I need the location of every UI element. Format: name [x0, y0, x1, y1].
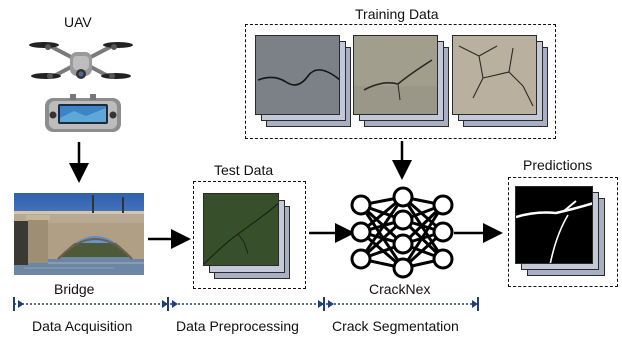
neural-network-icon: [350, 186, 454, 279]
drone-icon: [29, 42, 133, 79]
controller-icon: [45, 94, 121, 132]
test-image-crack: [203, 193, 279, 266]
bridge-label: Bridge: [54, 281, 95, 297]
stage-label-preprocessing: Data Preprocessing: [176, 318, 299, 334]
test-data-box: [193, 181, 306, 289]
stage-label-acquisition: Data Acquisition: [32, 318, 133, 334]
model-label: CrackNex: [369, 281, 431, 297]
predictions-box: [508, 177, 618, 287]
prediction-mask: [515, 186, 593, 264]
uav-label: UAV: [64, 14, 92, 30]
training-data-box: [245, 24, 556, 139]
train-image-2: [353, 35, 438, 115]
bridge-photo: [14, 193, 144, 275]
test-data-title: Test Data: [214, 162, 274, 178]
train-image-1: [255, 35, 340, 115]
stage-label-segmentation: Crack Segmentation: [332, 318, 459, 334]
training-data-title: Training Data: [355, 6, 439, 22]
predictions-title: Predictions: [523, 157, 593, 173]
stage-timeline: [13, 297, 479, 311]
train-image-3: [452, 35, 537, 115]
